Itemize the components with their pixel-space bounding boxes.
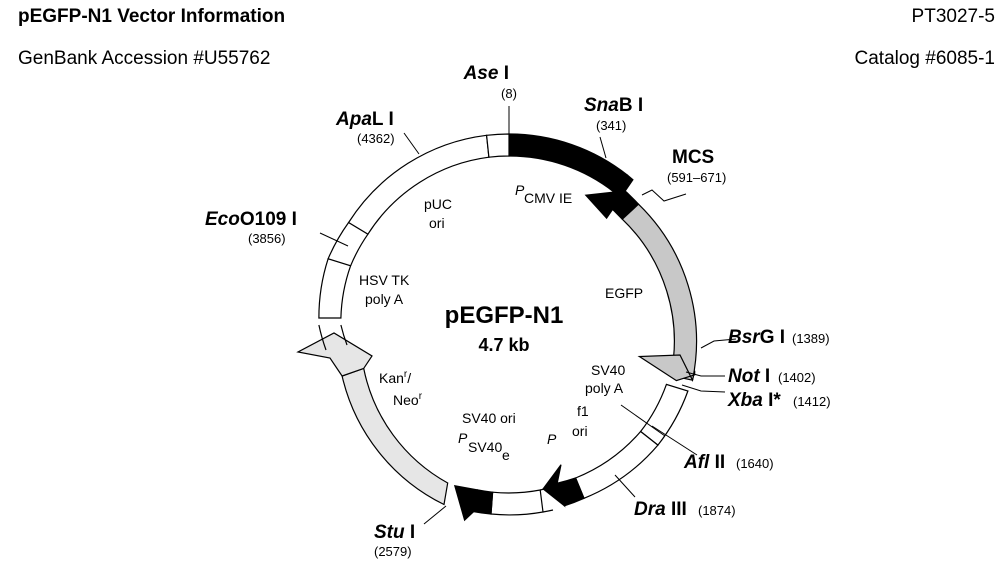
sv40-promoter-early: e — [502, 447, 510, 463]
snab-position: (341) — [596, 118, 626, 133]
kan-label: Kanr/ — [379, 369, 411, 386]
backbone-arc-inner-bottom — [540, 487, 549, 491]
eco-position: (3856) — [248, 231, 286, 246]
puc-ori-label-1: pUC — [424, 196, 452, 212]
hsv-tk-polya-label-2: poly A — [365, 291, 404, 307]
not-site-label: Not I — [728, 366, 770, 387]
f1-ori-segment — [574, 430, 659, 500]
backbone-arc-inner-top-left — [350, 233, 369, 267]
sv40-promoter-label: P — [458, 430, 468, 446]
xba-position: (1412) — [793, 394, 831, 409]
not-tick — [685, 371, 725, 377]
mcs-site-label: MCS — [672, 147, 714, 168]
bsrg-tick — [700, 338, 737, 349]
dra-position: (1874) — [698, 503, 736, 518]
f1-divider — [620, 404, 666, 437]
stu-position: (2579) — [374, 544, 412, 559]
bsrg-site-label: BsrG I — [728, 327, 785, 348]
genbank-accession: GenBank Accession #U55762 — [18, 48, 271, 69]
hsv-tk-polya-label-1: HSV TK — [359, 272, 410, 288]
p-arrow-head — [542, 464, 566, 508]
xba-site-label: Xba I* — [727, 390, 781, 411]
kan-arrow-head — [296, 332, 373, 377]
cmv-promoter-segment — [508, 133, 629, 193]
f1-ori-label-1: f1 — [577, 403, 589, 419]
apal-site-label: ApaL I — [335, 109, 394, 130]
puc-ori-label-2: ori — [429, 215, 445, 231]
plasmid-name: pEGFP-N1 — [445, 302, 564, 329]
mcs-tick — [641, 189, 687, 202]
xba-tick — [681, 384, 726, 393]
sv40-ori-segment — [490, 489, 544, 516]
ase-position: (8) — [501, 86, 517, 101]
document-code: PT3027-5 — [911, 6, 995, 27]
afl-site-label: Afl II — [683, 452, 725, 473]
bsrg-position: (1389) — [792, 331, 830, 346]
puc-ori-segment — [347, 134, 490, 236]
f1-ori-label-2: ori — [572, 423, 588, 439]
afl-tick — [651, 425, 698, 456]
sv40-polya-label-2: poly A — [585, 380, 624, 396]
sv40-polya-label-1: SV40 — [591, 362, 625, 378]
not-position: (1402) — [778, 370, 816, 385]
eco-tick — [319, 232, 349, 247]
afl-position: (1640) — [736, 456, 774, 471]
puc-ori-segment-end — [485, 133, 510, 158]
ase-site-label: Ase I — [463, 63, 509, 84]
backbone-arc-left — [318, 324, 327, 351]
dra-site-label: Dra III — [634, 499, 687, 520]
sv40-promoter-subscript: SV40 — [468, 439, 502, 455]
p-promoter-label: P — [547, 431, 557, 447]
backbone-arc-top-left — [327, 222, 350, 260]
egfp-label: EGFP — [605, 285, 643, 301]
dra-tick — [614, 474, 636, 498]
sv40-arrow-head — [453, 485, 478, 522]
apal-position: (4362) — [357, 131, 395, 146]
backbone-arc-bottom — [542, 509, 554, 513]
plasmid-size: 4.7 kb — [478, 335, 529, 355]
snab-site-label: SnaB I — [584, 95, 643, 116]
catalog-number: Catalog #6085-1 — [854, 48, 996, 69]
page-title: pEGFP-N1 Vector Information — [18, 6, 286, 27]
mcs-position: (591–671) — [667, 170, 726, 185]
hsv-tk-polya-segment — [318, 258, 352, 319]
cmv-promoter-label: P — [515, 182, 525, 198]
cmv-promoter-subscript: CMV IE — [524, 190, 572, 206]
sv40-ori-label: SV40 ori — [462, 410, 516, 426]
eco-site-label: EcoO109 I — [205, 209, 297, 230]
backbone-arc-inner-left — [340, 324, 348, 346]
snab-tick — [599, 136, 607, 159]
stu-site-label: Stu I — [374, 522, 415, 543]
egfp-arrow-head — [637, 354, 696, 382]
kan-neo-segment — [341, 367, 449, 506]
neo-label: Neor — [393, 391, 423, 408]
apal-tick — [403, 132, 420, 155]
stu-tick — [423, 505, 447, 525]
